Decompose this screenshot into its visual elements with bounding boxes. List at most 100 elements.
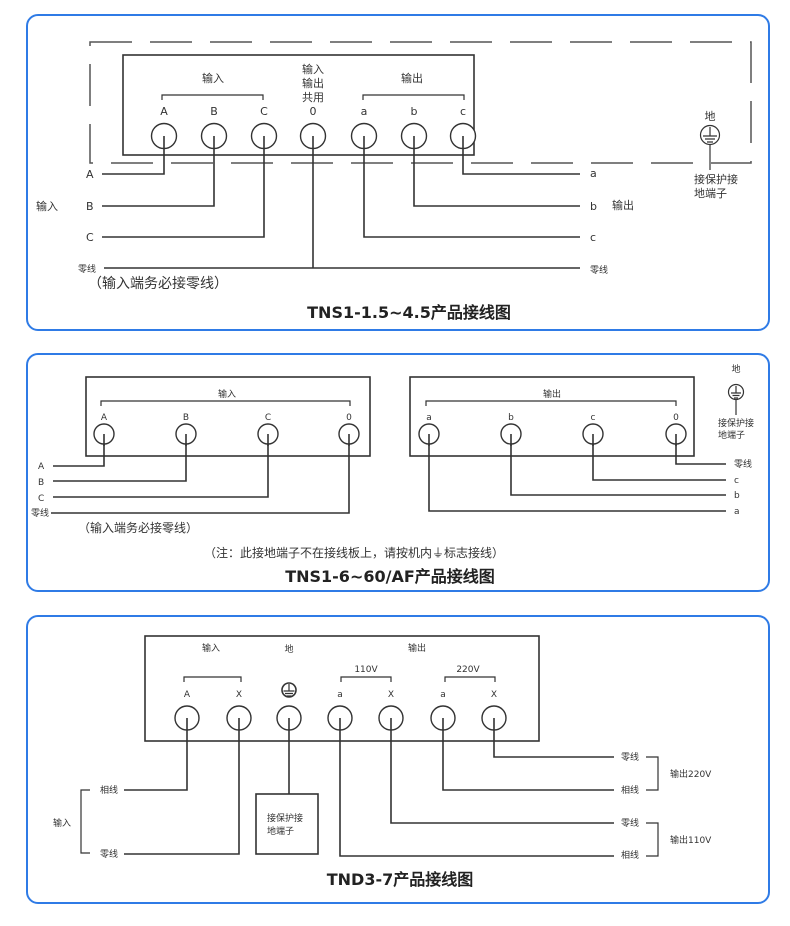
input-group-label: 输入 — [202, 642, 220, 654]
out-terminal-label-a: a — [426, 413, 432, 423]
diagram1: 输入 输入 输出 共用 输出 A B C 0 a b c — [36, 41, 752, 322]
left-wire-label-B: B — [86, 200, 94, 213]
wire-a-out — [462, 136, 580, 175]
terminal-label-c: c — [460, 105, 466, 118]
v110-bracket — [340, 676, 392, 682]
output-bracket — [362, 94, 465, 100]
left-wire-label-neutral: 零线 — [31, 507, 49, 519]
right-neutral-label: 零线 — [590, 264, 608, 276]
right-wire-label-b: b — [590, 200, 597, 213]
right-wire-label-a: a — [734, 507, 740, 517]
ground-box-label-2: 地端子 — [267, 825, 294, 837]
diagram3: 输入 地 输出 110V 220V A X a X a X 接保护接 地端子 — [53, 635, 712, 889]
shared-label-3: 共用 — [302, 91, 324, 104]
left-side-label: 输入 — [36, 199, 58, 213]
terminal-label-B: B — [210, 105, 218, 118]
ground-symbol-icon — [699, 124, 721, 170]
terminal-label-C: C — [260, 105, 268, 118]
left-wire-label-A: A — [86, 168, 94, 181]
input-group-label: 输入 — [202, 71, 224, 85]
ground-symbol-icon — [281, 682, 297, 698]
ground-terminal-label-2: 地端子 — [718, 429, 745, 441]
right-wire-label-phase-220: 相线 — [621, 784, 639, 796]
terminal-label-a1: a — [337, 690, 343, 700]
v220-label: 220V — [456, 665, 480, 675]
shared-label-1: 输入 — [302, 62, 324, 76]
input-bracket — [161, 94, 264, 100]
terminal-board — [144, 635, 540, 742]
out110-brace — [646, 822, 659, 857]
right-wire-label-c: c — [734, 476, 739, 486]
terminal-label-X1: X — [236, 690, 242, 700]
left-wire-label-A: A — [38, 462, 45, 472]
right-wire-label-neutral: 零线 — [734, 458, 752, 470]
left-wire-label-B: B — [38, 478, 44, 488]
wire-c-out — [592, 434, 726, 481]
wire-b-out — [413, 136, 580, 207]
wire-B — [53, 434, 187, 482]
output-bracket — [425, 400, 677, 406]
ground-terminal-label-2: 地端子 — [694, 187, 727, 200]
output-group-label: 输出 — [543, 388, 561, 400]
ground-terminal-label-1: 接保护接 — [718, 417, 754, 429]
terminal-label-X3: X — [491, 690, 497, 700]
out-terminal-label-0: 0 — [673, 413, 679, 423]
wire-110-phase — [339, 718, 614, 857]
output-group-label: 输出 — [408, 642, 426, 654]
input-brace — [80, 789, 90, 854]
out220-label: 输出220V — [670, 768, 712, 780]
wire-neutral — [51, 434, 350, 514]
right-wire-label-neutral-110: 零线 — [621, 817, 639, 829]
in-terminal-label-C: C — [265, 413, 271, 423]
input-bracket — [183, 676, 242, 682]
wire-input-phase — [124, 718, 188, 791]
out220-brace — [646, 756, 659, 791]
out110-label: 输出110V — [670, 834, 712, 846]
v220-bracket — [444, 676, 496, 682]
wire-C — [53, 434, 269, 498]
wire-110-neutral — [390, 718, 614, 824]
diagram2-title: TNS1-6~60/AF产品接线图 — [285, 567, 495, 586]
right-wire-label-b: b — [734, 491, 740, 501]
diagram-panel-tns1-6-60 — [26, 353, 770, 592]
terminal-label-0: 0 — [310, 105, 317, 118]
left-side-label: 输入 — [53, 817, 71, 829]
ground-group-label: 地 — [284, 643, 293, 655]
output-group-label: 输出 — [401, 71, 423, 85]
left-wire-label-phase: 相线 — [100, 784, 118, 796]
input-group-label: 输入 — [218, 388, 236, 400]
input-neutral-note: （输入端务必接零线） — [88, 275, 228, 292]
left-wire-label-C: C — [86, 231, 94, 244]
left-wire-label-C: C — [38, 494, 44, 504]
wire-220-neutral — [493, 718, 614, 758]
input-board — [85, 376, 371, 457]
terminal-labels: A B C 0 a b c — [160, 105, 466, 118]
diagram1-title: TNS1-1.5~4.5产品接线图 — [307, 303, 511, 322]
ground-symbol-icon — [727, 383, 745, 415]
diagram2: 输入 A B C 0 A B C 零线 输出 a b c 0 零 — [31, 363, 754, 586]
right-wire-label-a: a — [590, 167, 597, 180]
right-wire-label-neutral-220: 零线 — [621, 751, 639, 763]
input-bracket — [100, 400, 351, 406]
terminal-board — [122, 54, 475, 156]
terminal-label-A: A — [184, 690, 191, 700]
ground-label: 地 — [731, 363, 740, 375]
diagram-panel-tns1-1.5-4.5 — [26, 14, 770, 331]
out-terminal-label-c: c — [591, 413, 596, 423]
terminal-label-a: a — [361, 105, 368, 118]
ground-note: （注：此接地端子不在接线板上，请按机内⏚标志接线） — [204, 545, 504, 560]
wire-a-out — [428, 434, 726, 512]
terminal-label-a2: a — [440, 690, 446, 700]
shared-label-2: 输出 — [302, 76, 324, 90]
input-neutral-note: （输入端务必接零线） — [78, 520, 198, 535]
ground-box-label-1: 接保护接 — [267, 812, 303, 824]
diagram3-title: TND3-7产品接线图 — [327, 870, 474, 889]
wire-B — [102, 136, 215, 207]
right-wire-label-c: c — [590, 231, 596, 244]
output-board — [409, 376, 695, 457]
terminals — [150, 122, 477, 150]
wire-input-neutral — [124, 718, 240, 855]
right-wire-label-phase-110: 相线 — [621, 849, 639, 861]
terminal-label-A: A — [160, 105, 168, 118]
